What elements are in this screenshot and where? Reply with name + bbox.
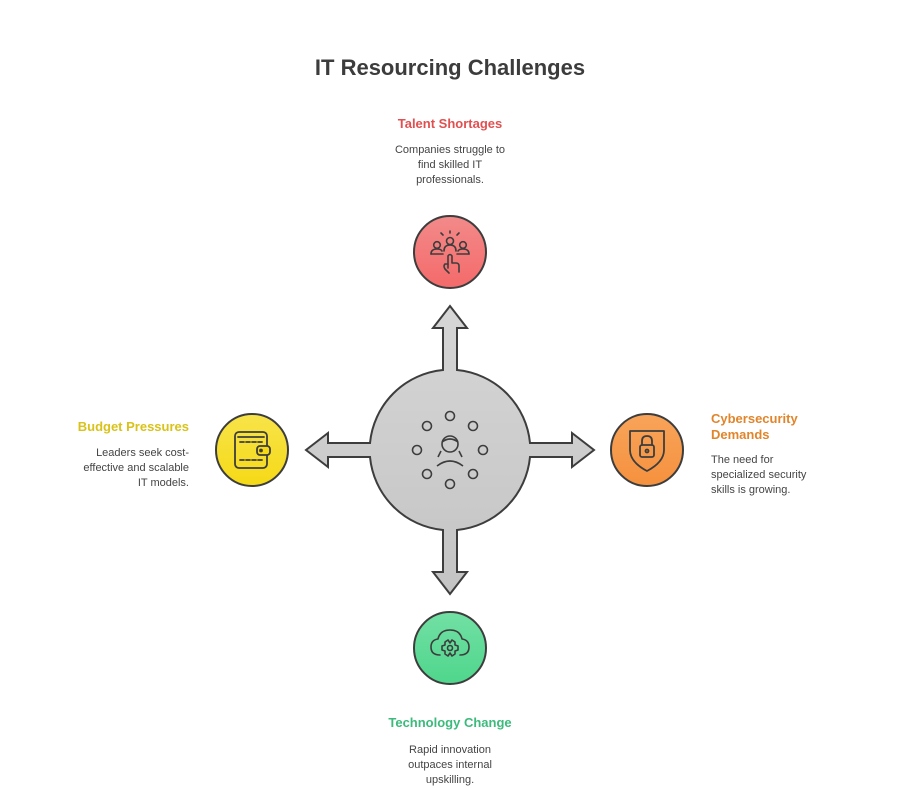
team-pointer-icon	[430, 230, 470, 274]
desc-line: Companies struggle to	[394, 144, 506, 156]
technology-change-description: Rapid innovation outpaces internal upski…	[350, 743, 550, 788]
technology-change-label: Technology Change	[388, 715, 512, 730]
person-network-icon	[411, 410, 489, 490]
desc-line: specialized security	[711, 469, 807, 481]
label-line: Cybersecurity	[711, 411, 798, 426]
talent-shortages-label: Talent Shortages	[397, 116, 503, 131]
desc-line: outpaces internal	[408, 759, 492, 771]
desc-line: upskilling.	[425, 774, 475, 786]
shield-lock-icon	[629, 430, 665, 472]
desc-line: Rapid innovation	[409, 744, 491, 756]
budget-pressures-node[interactable]	[215, 413, 289, 487]
budget-pressures-description: Leaders seek cost- effective and scalabl…	[40, 446, 189, 491]
cybersecurity-demands-label: Cybersecurity Demands	[711, 411, 871, 443]
central-hub	[304, 304, 596, 596]
cybersecurity-demands-node[interactable]	[610, 413, 684, 487]
desc-line: Leaders seek cost-	[96, 447, 189, 459]
diagram-title: IT Resourcing Challenges	[314, 55, 586, 80]
wallet-icon	[234, 431, 271, 469]
technology-change-node[interactable]	[413, 611, 487, 685]
hub-shape	[304, 304, 596, 596]
desc-line: find skilled IT	[417, 159, 483, 171]
desc-line: IT models.	[137, 477, 189, 489]
desc-line: effective and scalable	[83, 462, 189, 474]
desc-line: skills is growing.	[711, 484, 791, 496]
desc-line: professionals.	[416, 174, 484, 186]
cloud-gear-icon	[430, 629, 470, 657]
label-line: Demands	[711, 427, 770, 442]
talent-shortages-node[interactable]	[413, 215, 487, 289]
talent-shortages-description: Companies struggle to find skilled IT pr…	[350, 143, 550, 188]
budget-pressures-label: Budget Pressures	[77, 419, 189, 434]
cybersecurity-demands-description: The need for specialized security skills…	[711, 453, 871, 498]
desc-line: The need for	[711, 454, 774, 466]
